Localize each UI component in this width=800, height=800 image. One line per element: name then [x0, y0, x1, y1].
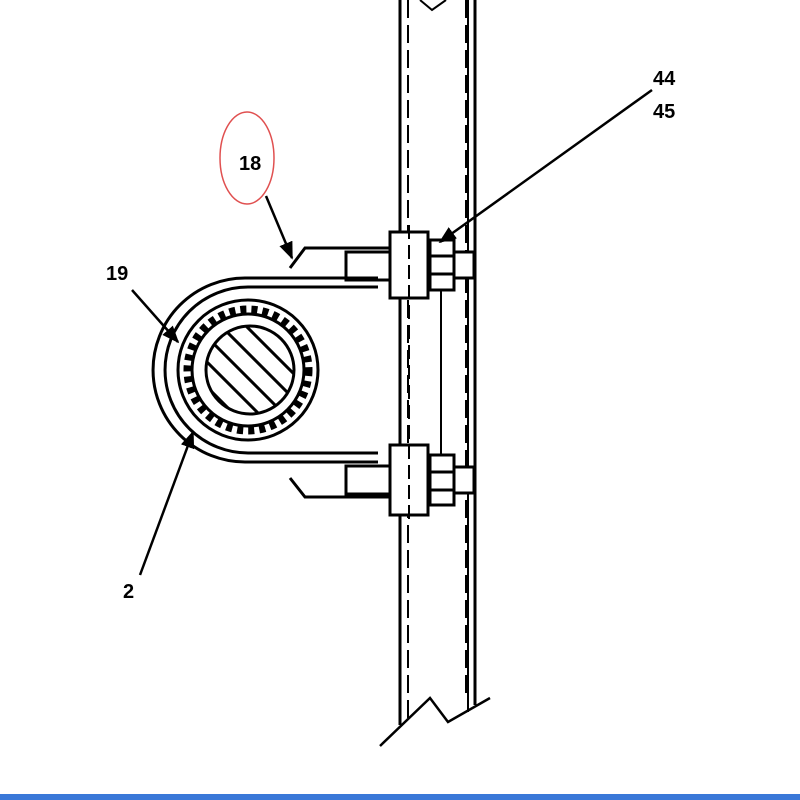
callout-19: 19 — [106, 263, 128, 285]
leader-lines — [131, 88, 653, 576]
highlight-circle — [219, 111, 275, 205]
leader-18 — [264, 195, 294, 260]
callout-18: 18 — [239, 153, 261, 175]
pipe-insulation — [176, 298, 320, 442]
leader-44-45 — [438, 88, 653, 244]
fasteners — [388, 230, 476, 517]
leader-19 — [131, 289, 180, 344]
break-line-bottom — [379, 696, 491, 747]
break-line-top — [419, 0, 447, 12]
support-post — [379, 0, 491, 747]
callout-45: 45 — [653, 101, 675, 123]
u-bolt-strap — [151, 276, 378, 464]
leader-2 — [138, 430, 195, 576]
bottom-bar — [0, 794, 800, 800]
callout-2: 2 — [123, 581, 134, 603]
callout-44: 44 — [653, 68, 676, 90]
bracket — [288, 246, 394, 499]
